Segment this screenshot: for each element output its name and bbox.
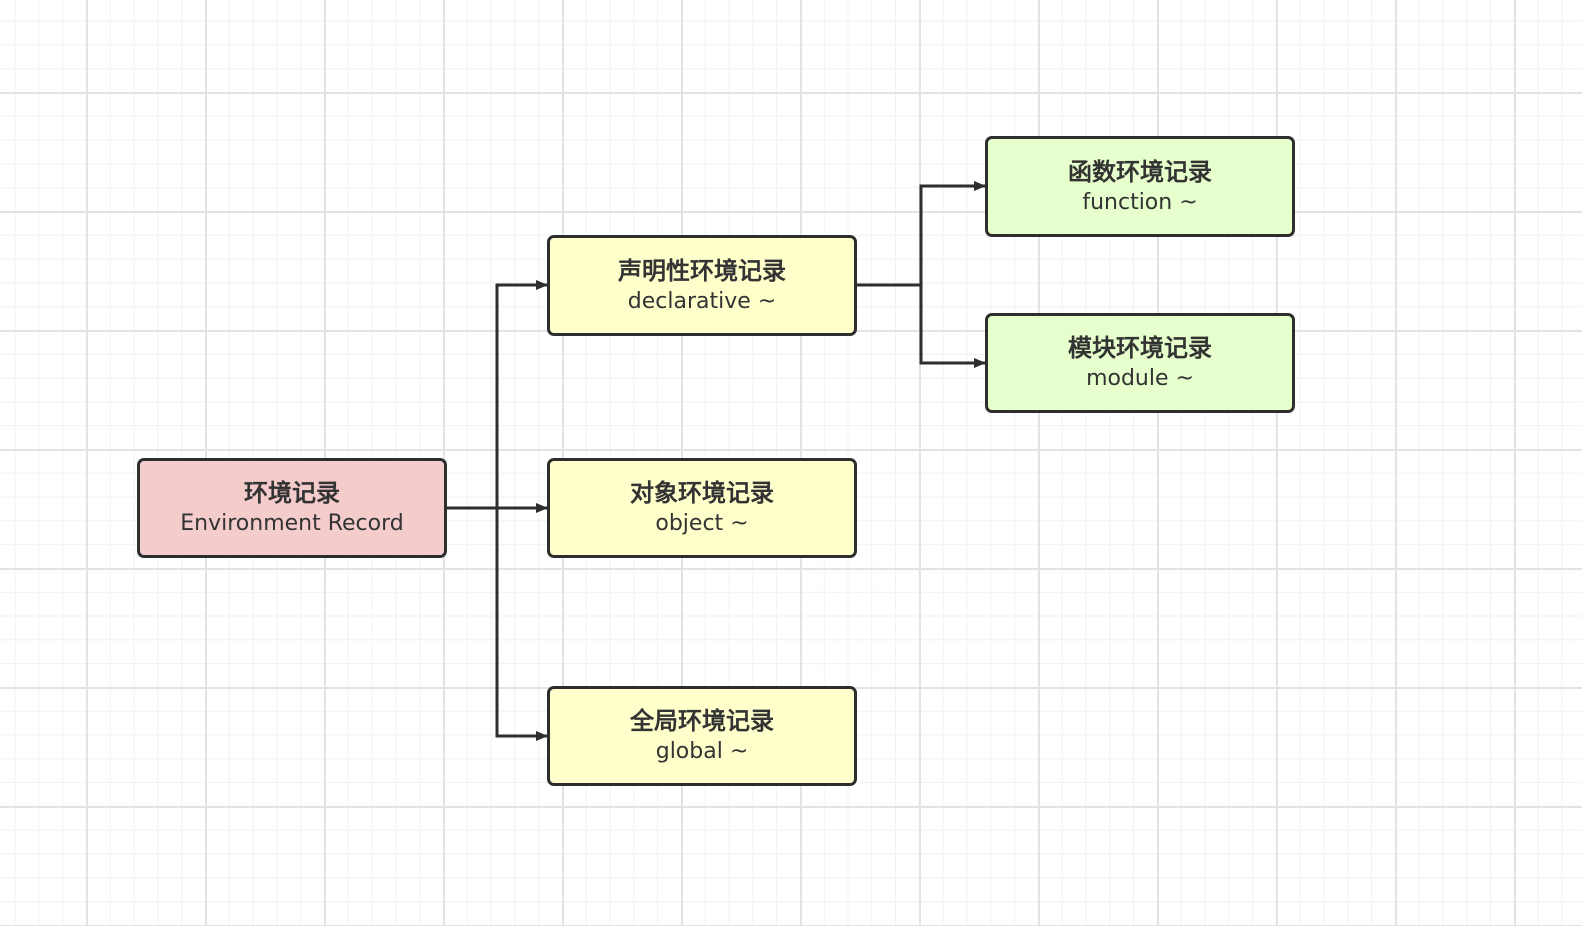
global-record-subtitle: global ~: [655, 739, 749, 764]
module-record-node[interactable]: 模块环境记录 module ~: [985, 313, 1295, 413]
connector-root-to-declarative: [447, 280, 548, 510]
function-record-subtitle: function ~: [1082, 189, 1198, 215]
connector-root-to-global: [495, 508, 548, 741]
declarative-record-title: 声明性环境记录: [618, 256, 786, 285]
environment-record-title: 环境记录: [244, 479, 340, 507]
object-record-subtitle: object ~: [655, 511, 749, 536]
environment-record-node[interactable]: 环境记录 Environment Record: [137, 458, 447, 558]
connector-declarative-to-module: [919, 285, 986, 368]
declarative-record-node[interactable]: 声明性环境记录 declarative ~: [547, 235, 857, 336]
module-record-subtitle: module ~: [1086, 366, 1194, 391]
connector-declarative-to-function: [857, 181, 986, 287]
function-record-title: 函数环境记录: [1068, 157, 1212, 186]
object-record-node[interactable]: 对象环境记录 object ~: [547, 458, 857, 558]
global-record-node[interactable]: 全局环境记录 global ~: [547, 686, 857, 786]
module-record-title: 模块环境记录: [1068, 334, 1212, 362]
object-record-title: 对象环境记录: [630, 479, 774, 507]
function-record-node[interactable]: 函数环境记录 function ~: [985, 136, 1295, 237]
declarative-record-subtitle: declarative ~: [627, 288, 777, 314]
global-record-title: 全局环境记录: [630, 707, 774, 735]
environment-record-subtitle: Environment Record: [180, 511, 404, 536]
